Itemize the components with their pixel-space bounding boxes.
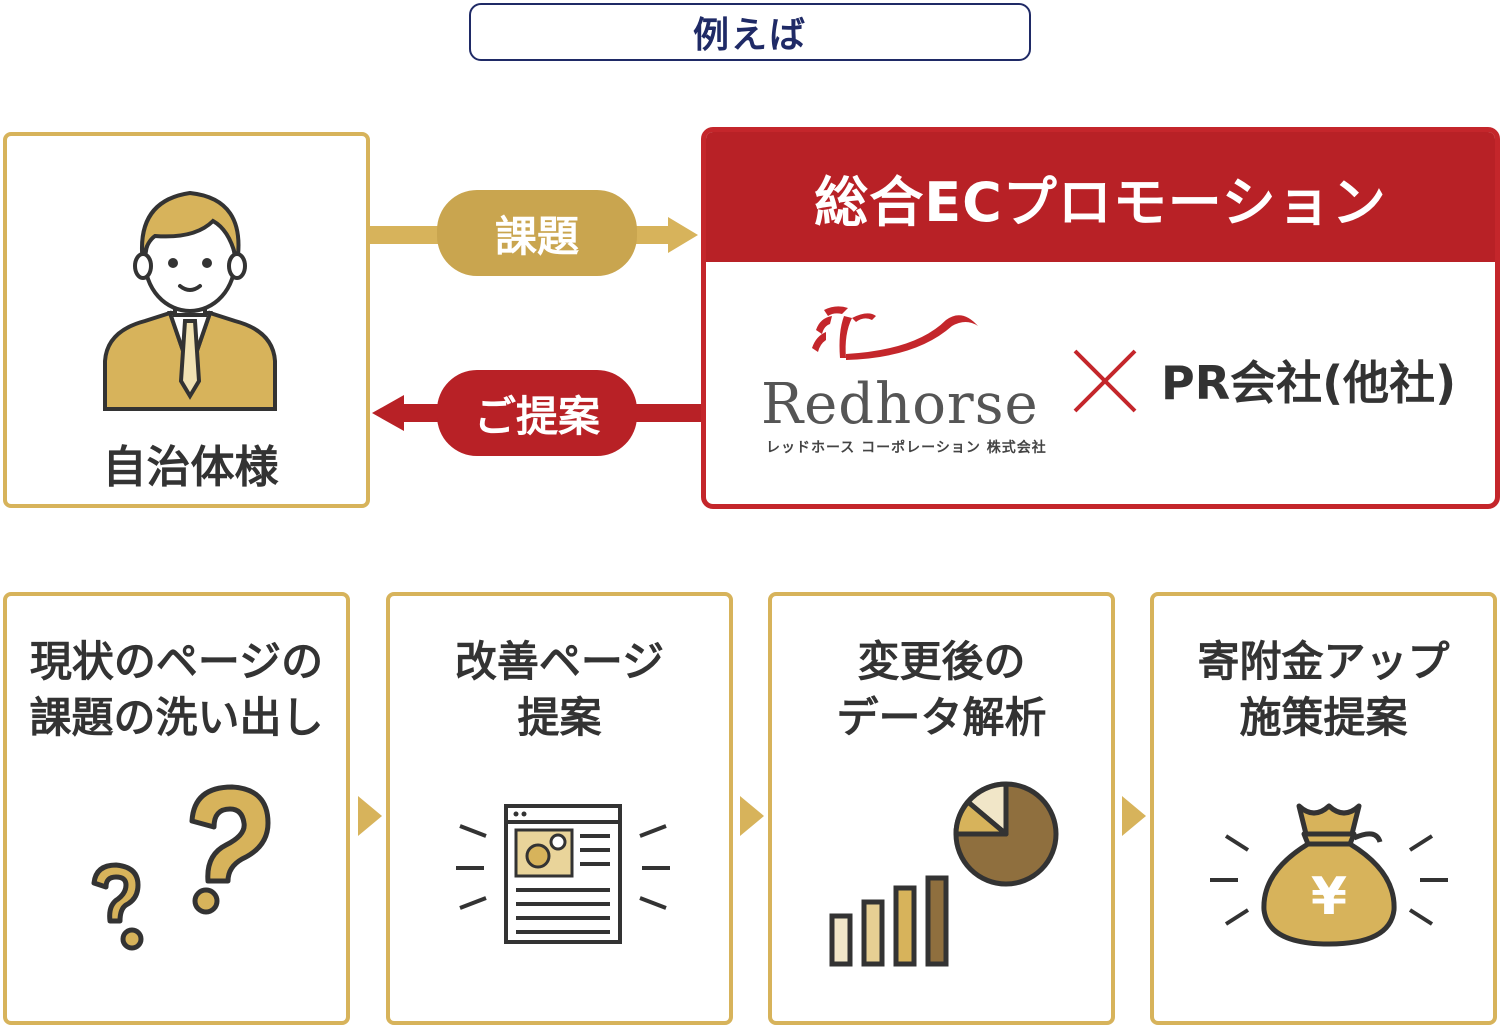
- step-arrow-3-icon: [1122, 796, 1146, 836]
- person-icon: [103, 190, 277, 411]
- redhorse-logo-subtitle: レッドホース コーポレーション 株式会社: [766, 440, 1047, 456]
- client-box: 自治体様: [3, 132, 370, 508]
- promotion-title: 総合ECプロモーション: [706, 132, 1495, 262]
- step-card-1: 現状のページの 課題の洗い出し: [3, 592, 350, 1025]
- example-label: 例えば: [469, 3, 1031, 61]
- times-icon: [1073, 349, 1137, 413]
- step-arrow-2-icon: [740, 796, 764, 836]
- promotion-box: 総合ECプロモーション Redhorse レッドホース コーポレーション 株式会…: [701, 127, 1500, 509]
- proposal-pill: ご提案: [437, 370, 637, 456]
- question-marks-icon: [91, 784, 271, 951]
- step-title-2: 改善ページ 提案: [454, 637, 665, 742]
- redhorse-logo-mark-icon: [812, 306, 978, 360]
- web-page-icon: [456, 804, 670, 944]
- client-label: 自治体様: [102, 442, 279, 493]
- step-card-4: 寄附金アップ 施策提案 ¥: [1150, 592, 1497, 1025]
- redhorse-logo-word: Redhorse: [761, 372, 1039, 437]
- step-card-2: 改善ページ 提案: [386, 592, 733, 1025]
- svg-text:¥: ¥: [1311, 867, 1347, 927]
- money-bag-icon: ¥: [1210, 803, 1448, 947]
- proposal-arrowhead-icon: [372, 395, 404, 431]
- issue-pill: 課題: [437, 190, 637, 276]
- partner-label: PR会社(他社): [1161, 356, 1457, 410]
- step-title-3: 変更後の データ解析: [836, 637, 1047, 742]
- step-title-4: 寄附金アップ 施策提案: [1197, 637, 1450, 742]
- step-arrow-1-icon: [358, 796, 382, 836]
- step-title-1: 現状のページの 課題の洗い出し: [29, 637, 324, 742]
- issue-arrowhead-icon: [668, 217, 698, 253]
- chart-icon: [829, 781, 1059, 967]
- step-card-3: 変更後の データ解析: [768, 592, 1115, 1025]
